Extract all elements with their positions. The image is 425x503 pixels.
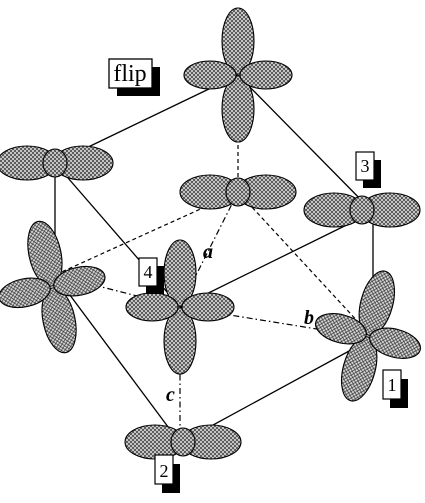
flip-label: flip bbox=[113, 61, 146, 87]
site-tag-3: 3 bbox=[355, 151, 381, 188]
orbital-left-upper bbox=[0, 145, 114, 181]
site-label-2: 2 bbox=[160, 461, 169, 481]
vector-label-a: a bbox=[203, 241, 213, 263]
site-tag-4: 4 bbox=[138, 257, 164, 294]
site-label-1: 1 bbox=[388, 375, 397, 395]
vector-label-c: c bbox=[166, 384, 175, 406]
site-tag-1: 1 bbox=[382, 369, 408, 408]
flip-tag: flip bbox=[108, 58, 160, 96]
site-label-3: 3 bbox=[361, 156, 370, 176]
orbital-right-upper bbox=[303, 192, 421, 228]
cube-solid-edges bbox=[54, 74, 374, 444]
site-label-4: 4 bbox=[144, 262, 153, 282]
vector-label-b: b bbox=[304, 307, 314, 329]
orbital-hidden-back bbox=[179, 174, 297, 210]
orbital-bottom bbox=[124, 424, 242, 460]
site-tag-2: 2 bbox=[154, 454, 180, 493]
orbital-left-lower bbox=[0, 209, 120, 365]
